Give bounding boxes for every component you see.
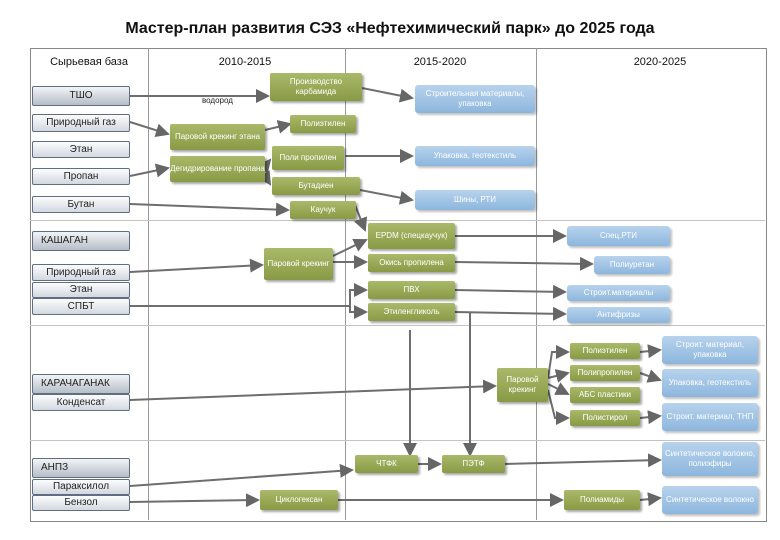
product-antifreeze: Антифризы xyxy=(567,307,670,323)
process-polyethylene-2: Полиэтилен xyxy=(570,343,640,359)
arrow-kreking-polistirol xyxy=(547,389,570,425)
product-packaging-geotextile: Упаковка, геотекстиль xyxy=(415,146,535,166)
column-divider xyxy=(536,48,537,520)
process-steam-cracking: Паровой крекинг xyxy=(264,248,333,280)
arrow-kreking-polipropilen2 xyxy=(547,369,570,383)
arrow-pvh-stroit xyxy=(454,284,567,299)
diagram-frame xyxy=(30,48,767,522)
process-propane-dehydrogenation: Дегидрирование пропана xyxy=(170,156,265,182)
raw-propane: Пропан xyxy=(32,168,130,185)
process-polypropylene-2: Полипропилен xyxy=(570,365,640,381)
product-special-rti: Спец.РТИ xyxy=(567,226,670,246)
arrow-kondensat-kreking xyxy=(129,379,497,401)
arrow-karbamid-stroit xyxy=(361,87,414,103)
process-steam-cracking-2: Паровой крекинг xyxy=(497,368,548,402)
process-ethane-cracking: Паровой крекинг этана xyxy=(170,124,265,150)
arrow-gas2-kreking xyxy=(129,258,264,273)
process-carbamide: Производство карбамида xyxy=(270,73,362,101)
arrow-gas-kreking xyxy=(129,121,170,138)
arrow-paraksilol-ptfk xyxy=(129,463,354,487)
arrow-butan-kauchuk xyxy=(129,202,290,217)
product-synthetic-fiber: Синтетическое волокно xyxy=(662,486,758,514)
process-pet: ПЭТФ xyxy=(442,455,505,473)
column-header-raw: Сырьевая база xyxy=(50,56,128,68)
process-propylene-oxide: Окись пропилена xyxy=(368,254,455,272)
section-divider xyxy=(30,220,765,221)
column-header-2015: 2015-2020 xyxy=(413,56,467,68)
product-building-material-packaging-2: Строит. материал, упаковка xyxy=(662,336,758,364)
arrow-spbt-etilenglikol xyxy=(349,305,368,319)
raw-anpz: АНПЗ xyxy=(32,458,130,478)
arrow-benzol-ciklogeksan xyxy=(129,493,260,508)
raw-ethane-2: Этан xyxy=(32,282,130,298)
product-packaging-geotextile-2: Упаковка, геотекстиль xyxy=(662,369,758,397)
page-title: Мастер-план развития СЭЗ «Нефтехимически… xyxy=(125,20,655,37)
raw-spbt: СПБТ xyxy=(32,298,130,315)
arrow-degidr-polipropilen xyxy=(256,158,272,174)
arrow-butadien-shiny xyxy=(359,189,414,205)
process-butadiene: Бутадиен xyxy=(272,177,360,195)
raw-kashagan: КАШАГАН xyxy=(32,231,130,251)
product-synthetic-fiber-polyesters: Синтетическое волокно, полиэфиры xyxy=(662,442,758,476)
raw-natural-gas: Природный газ xyxy=(32,114,130,132)
process-polyethylene: Полиэтилен xyxy=(290,115,356,133)
raw-butane: Бутан xyxy=(32,196,130,213)
raw-ethane: Этан xyxy=(32,141,130,158)
product-building-materials: Строит.материалы xyxy=(567,285,670,301)
raw-natural-gas-2: Природный газ xyxy=(32,264,130,281)
arrow-polistirol-product xyxy=(639,410,662,425)
arrow-degidr-butadien xyxy=(257,170,272,186)
column-divider xyxy=(345,48,346,520)
arrow-kreking-polietilen xyxy=(264,119,292,134)
process-ethylene-glycol: Этиленгликоль xyxy=(368,303,455,321)
arrow-okis-poliuretan xyxy=(454,256,594,271)
process-cyclohexane: Циклогексан xyxy=(260,490,338,510)
arrow-spbt-pvh xyxy=(130,283,368,307)
column-divider xyxy=(148,48,149,520)
section-divider xyxy=(30,325,765,326)
arrow-poliamidy-sintvolokno xyxy=(639,492,662,507)
arrow-polietilen2-product xyxy=(639,344,662,359)
arrow-propan-degidr xyxy=(129,163,170,178)
arrow-kreking-polietilen2 xyxy=(547,345,570,379)
arrow-etilenglikol-antifrizy xyxy=(454,306,567,321)
process-abs: АБС пластики xyxy=(570,387,640,403)
arrow-kreking-epdm xyxy=(332,238,368,257)
column-header-2020: 2020-2025 xyxy=(633,56,687,68)
arrow-polipropilen2-product xyxy=(639,369,662,383)
raw-benzene: Бензол xyxy=(32,495,130,511)
column-header-2010: 2010-2015 xyxy=(218,56,272,68)
process-pvc: ПВХ xyxy=(368,281,455,299)
process-polypropylene: Поли пропилен xyxy=(272,146,344,170)
label-hydrogen: водород xyxy=(202,96,233,105)
raw-paraxylene: Параксилол xyxy=(32,479,130,495)
process-pta: ЧТФК xyxy=(355,455,418,473)
product-polyurethane: Полиуретан xyxy=(594,256,670,274)
process-rubber: Каучук xyxy=(290,201,356,219)
raw-karachaganak: КАРАЧАГАНАК xyxy=(32,374,130,394)
product-building-material-tnp: Строит. материал, ТНП xyxy=(662,403,758,431)
product-building-materials-packaging: Строительная материалы, упаковка xyxy=(415,85,535,113)
process-polystyrene: Полистирол xyxy=(570,410,640,426)
arrow-kauchuk-epdm xyxy=(354,204,368,232)
process-polyamides: Полиамиды xyxy=(564,490,640,510)
process-epdm: EPDM (спецкаучук) xyxy=(368,223,455,249)
section-divider xyxy=(30,440,765,441)
product-tires-rti: Шины, РТИ xyxy=(415,190,535,210)
raw-tsho: ТШО xyxy=(32,86,130,106)
arrow-pet-sintvolokno xyxy=(504,453,662,468)
raw-condensate: Конденсат xyxy=(32,394,130,411)
arrow-kreking-abs xyxy=(547,382,570,395)
